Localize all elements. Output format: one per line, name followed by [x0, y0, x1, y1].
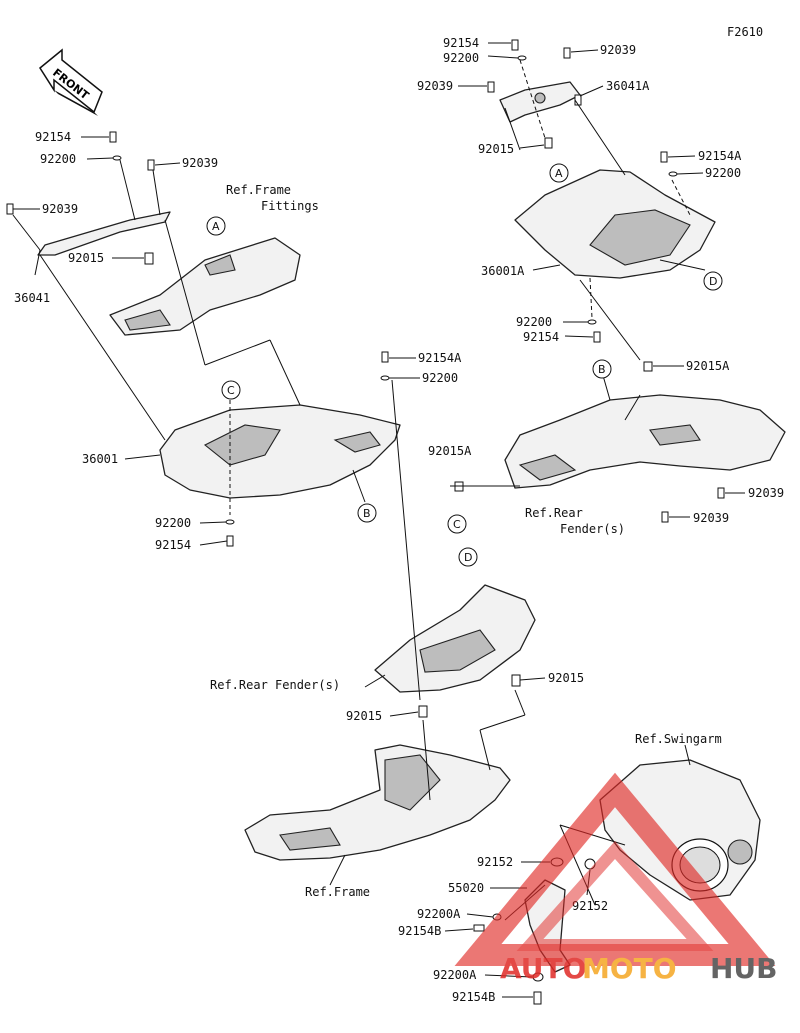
- label-92200: 92200: [516, 315, 552, 329]
- label-36001A: 36001A: [481, 264, 525, 278]
- label-92200: 92200: [422, 371, 458, 385]
- label-55020: 55020: [448, 881, 484, 895]
- label-92154: 92154: [523, 330, 559, 344]
- label-92200: 92200: [40, 152, 76, 166]
- label-92039: 92039: [693, 511, 729, 525]
- callout-d-middle: D: [458, 547, 478, 567]
- bracket-36041A: [499, 81, 581, 123]
- label-92154A: 92154A: [418, 351, 462, 365]
- label-36041A: 36041A: [606, 79, 650, 93]
- label-92015: 92015: [68, 251, 104, 265]
- label-92015A: 92015A: [428, 444, 472, 458]
- ref-rear-fender-line1: Ref.Rear: [525, 506, 583, 520]
- label-92200A: 92200A: [417, 907, 461, 921]
- callouts: A A B B C C D D: [206, 163, 723, 567]
- label-92015A: 92015A: [686, 359, 730, 373]
- watermark-hub: HUB: [710, 952, 778, 985]
- label-92200: 92200: [443, 51, 479, 65]
- svg-text:D: D: [464, 551, 472, 564]
- svg-text:C: C: [453, 518, 461, 531]
- callout-d-right: D: [703, 271, 723, 291]
- label-92154: 92154: [35, 130, 71, 144]
- callout-b-left: B: [357, 503, 377, 523]
- label-92154A: 92154A: [698, 149, 742, 163]
- dashed-guides: [229, 59, 691, 515]
- label-92154: 92154: [443, 36, 479, 50]
- rear-fender-right: [504, 394, 786, 489]
- label-92039: 92039: [600, 43, 636, 57]
- bracket-36041: [37, 211, 171, 256]
- rear-frame: [244, 744, 511, 861]
- side-cover-36001: [159, 404, 401, 499]
- svg-text:C: C: [227, 384, 235, 397]
- callout-c-bottom: C: [447, 514, 467, 534]
- svg-text:A: A: [212, 220, 220, 233]
- label-92152: 92152: [477, 855, 513, 869]
- ref-frame: Ref.Frame: [305, 885, 370, 899]
- svg-text:B: B: [598, 363, 606, 376]
- frame-fittings: [109, 237, 301, 336]
- ref-frame-fittings-line2: Fittings: [261, 199, 319, 213]
- label-92200A: 92200A: [433, 968, 477, 982]
- reference-labels: Ref.Frame Fittings Ref.Rear Fender(s) Re…: [210, 183, 722, 899]
- watermark-moto: MOTO: [582, 952, 677, 985]
- callout-c-top: C: [221, 380, 241, 400]
- svg-text:B: B: [363, 507, 371, 520]
- label-92039: 92039: [42, 202, 78, 216]
- part-labels: 92154 92200 92039 92039 36041A 92015 921…: [14, 36, 784, 1004]
- label-92039: 92039: [748, 486, 784, 500]
- label-92015: 92015: [548, 671, 584, 685]
- front-arrow-icon: FRONT: [39, 48, 103, 116]
- ref-frame-fittings-line1: Ref.Frame: [226, 183, 291, 197]
- under-cover: [374, 584, 536, 693]
- label-92154B: 92154B: [398, 924, 441, 938]
- label-92200: 92200: [705, 166, 741, 180]
- label-36041: 36041: [14, 291, 50, 305]
- label-36001: 36001: [82, 452, 118, 466]
- label-92200: 92200: [155, 516, 191, 530]
- label-92154: 92154: [155, 538, 191, 552]
- watermark-logo: AUTO MOTO HUB: [454, 772, 778, 985]
- label-92152: 92152: [572, 899, 608, 913]
- label-92154B: 92154B: [452, 990, 495, 1004]
- ref-rear-fender-line2: Fender(s): [560, 522, 625, 536]
- callout-b-right: B: [592, 359, 612, 379]
- label-92039: 92039: [417, 79, 453, 93]
- callout-a-right: A: [549, 163, 569, 183]
- label-92015: 92015: [478, 142, 514, 156]
- watermark-auto: AUTO: [500, 952, 586, 985]
- label-92039: 92039: [182, 156, 218, 170]
- figure-code: F2610: [727, 25, 763, 39]
- side-cover-36001A: [514, 169, 716, 279]
- label-92015: 92015: [346, 709, 382, 723]
- svg-text:A: A: [555, 167, 563, 180]
- svg-text:D: D: [709, 275, 717, 288]
- ref-swingarm: Ref.Swingarm: [635, 732, 722, 746]
- ref-rear-fender-middle: Ref.Rear Fender(s): [210, 678, 340, 692]
- callout-a-left: A: [206, 216, 226, 236]
